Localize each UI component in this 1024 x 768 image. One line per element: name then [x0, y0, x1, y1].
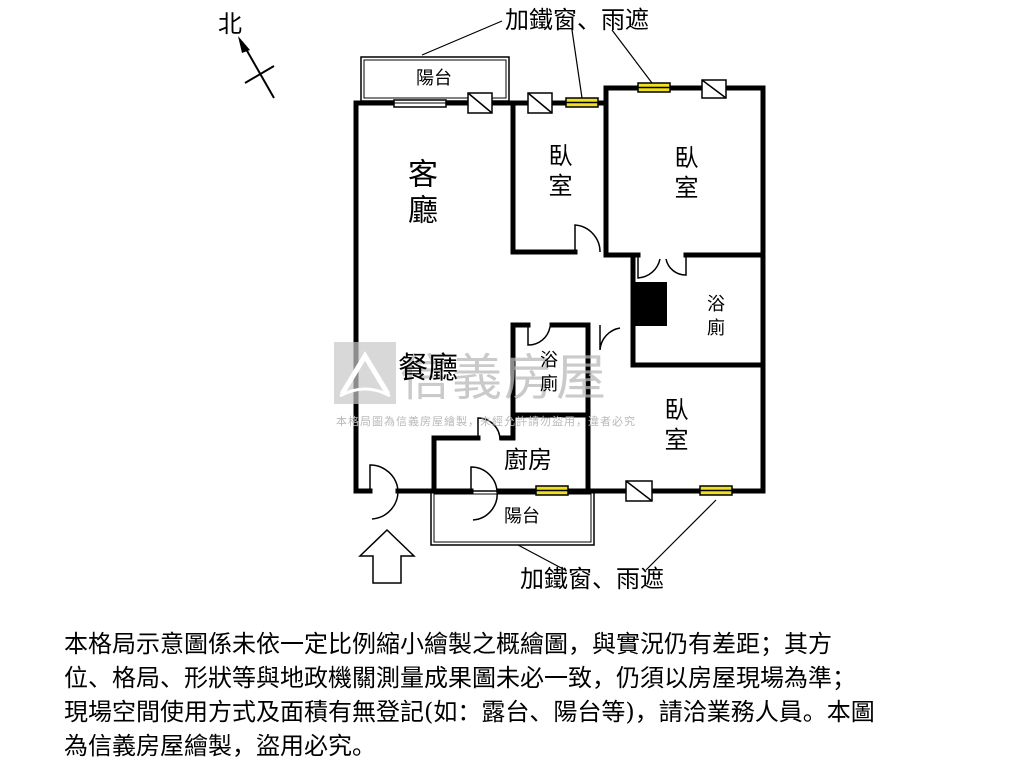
room-bedroom-small: 臥室: [544, 143, 572, 203]
disclaimer-line: 現場空間使用方式及面積有無登記(如：露台、陽台等)，請洽業務人員。本圖: [64, 698, 875, 726]
callout-bottom: 加鐵窗、雨遮: [520, 565, 664, 593]
room-bedroom-master: 臥室: [670, 145, 698, 205]
balcony-sliding-door: [393, 99, 447, 108]
duct-shaft: [631, 282, 667, 326]
room-kitchen: 廚房: [504, 446, 552, 474]
watermark-note: 本格局圖為信義房屋繪製，未經允許請勿盜用，違者必究: [336, 415, 636, 428]
disclaimer-line: 為信義房屋繪製，盜用必究。: [64, 732, 376, 760]
disclaimer-line: 本格局示意圖係未依一定比例縮小繪製之概繪圖，與實況仍有差距；其方: [64, 630, 832, 658]
compass-label: 北: [218, 10, 242, 38]
disclaimer-line: 位、格局、形狀等與地政機關測量成果圖未必一致，仍須以房屋現場為準；: [64, 664, 856, 692]
sinyi-logo-icon: [334, 342, 396, 404]
sliding-windows: [535, 82, 733, 496]
door-swings: [369, 224, 687, 521]
watermark-brand: 信義房屋: [400, 349, 608, 407]
room-bathroom-center: 浴廁: [537, 350, 558, 398]
room-bedroom-lower: 臥室: [660, 397, 688, 457]
room-balcony-top: 陽台: [416, 68, 452, 89]
room-bathroom-right: 浴廁: [704, 294, 725, 342]
fixed-windows: [467, 79, 727, 502]
callout-top: 加鐵窗、雨遮: [505, 6, 649, 34]
room-balcony-bottom: 陽台: [504, 506, 540, 527]
disclaimer: 本格局示意圖係未依一定比例縮小繪製之概繪圖，與實況仍有差距；其方 位、格局、形狀…: [64, 627, 984, 763]
room-living-room: 客廳: [402, 158, 437, 230]
callout-lines: [421, 20, 717, 571]
entrance-arrow-icon: [358, 528, 416, 584]
north-arrow-icon: [238, 36, 275, 99]
room-dining-room: 餐廳: [398, 351, 458, 386]
